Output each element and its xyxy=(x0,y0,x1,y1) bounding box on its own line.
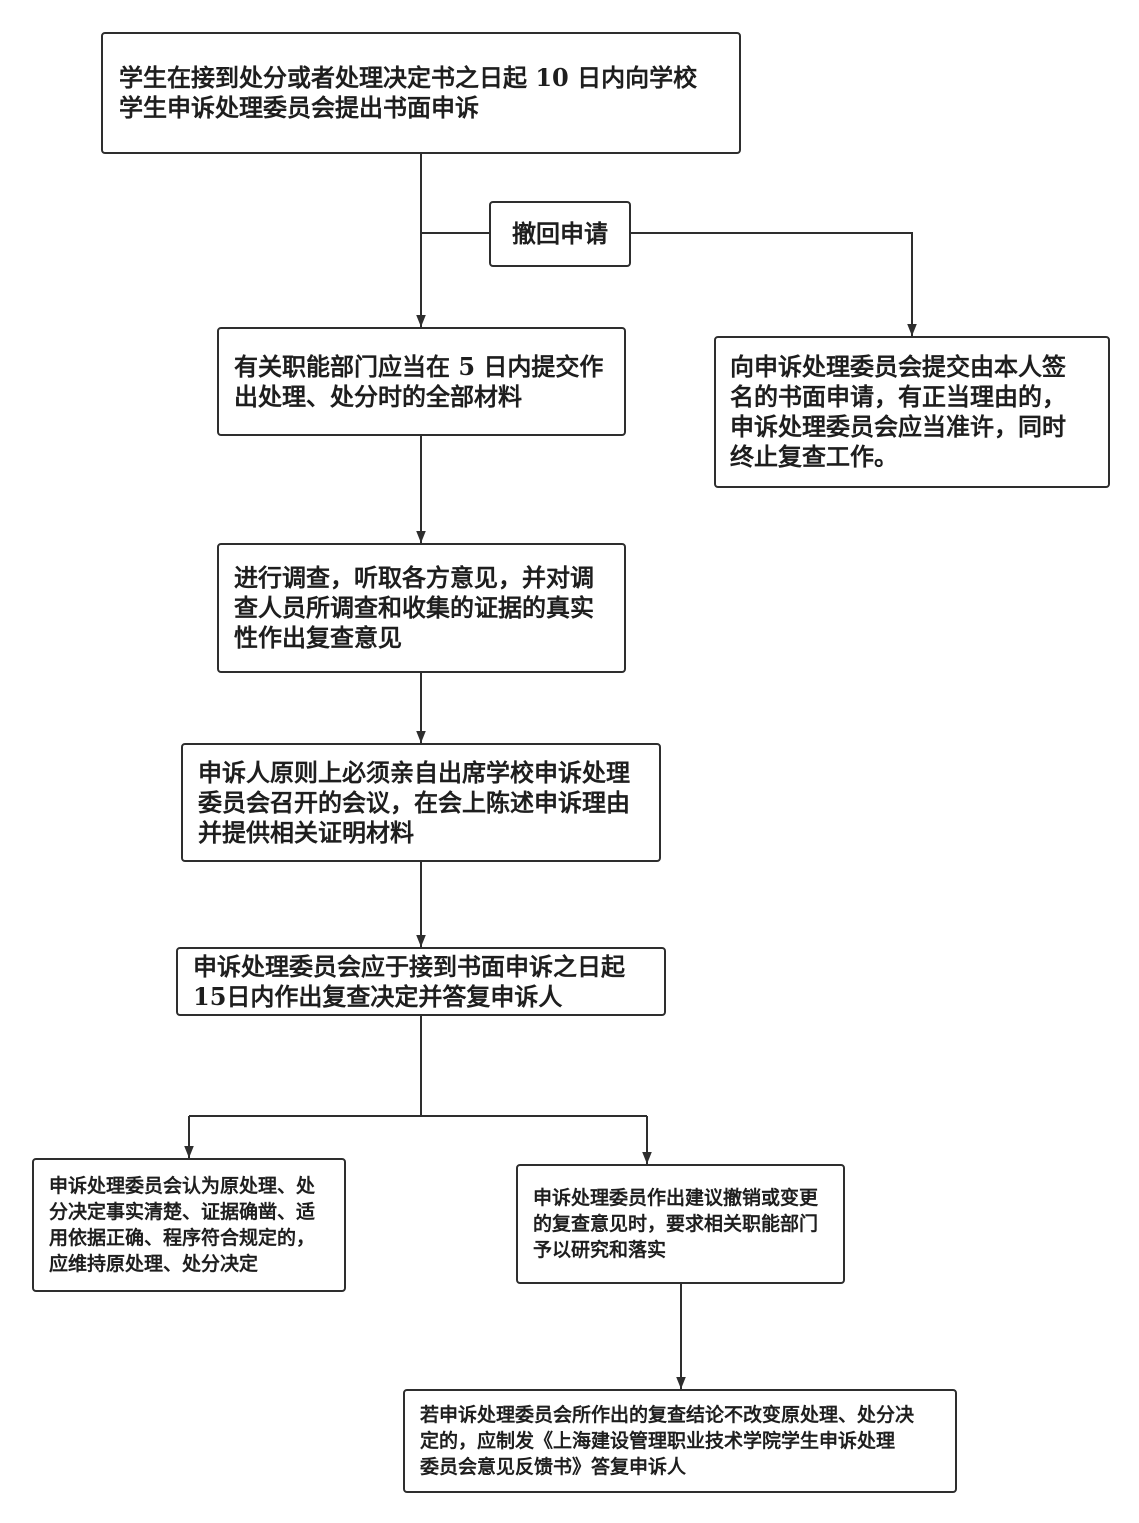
step-withdraw-application: 撤回申请 xyxy=(489,201,631,267)
step-text-line: 申诉处理委员会认为原处理、处 xyxy=(49,1175,316,1197)
step-text-line: 性作出复查意见 xyxy=(234,623,402,652)
step-feedback-letter: 若申诉处理委员会所作出的复查结论不改变原处理、处分决 定的，应制发《上海建设管理… xyxy=(403,1389,957,1493)
step-text-line: 向申诉处理委员会提交由本人签 xyxy=(730,352,1066,381)
step-text-line: 的复查意见时，要求相关职能部门 xyxy=(533,1213,819,1235)
step-hearing: 申诉人原则上必须亲自出席学校申诉处理 委员会召开的会议，在会上陈述申诉理由 并提… xyxy=(181,743,661,862)
step-text-line: 撤回申请 xyxy=(512,219,608,248)
step-uphold-decision: 申诉处理委员会认为原处理、处 分决定事实清楚、证据确凿、适 用依据正确、程序符合… xyxy=(32,1158,346,1292)
step-review-decision: 申诉处理委员会应于接到书面申诉之日起 15日内作出复查决定并答复申诉人 xyxy=(176,947,666,1016)
step-text-line: 申诉处理委员会应当准许，同时 xyxy=(730,412,1066,441)
step-text-line: 若申诉处理委员会所作出的复查结论不改变原处理、处分决 xyxy=(420,1404,915,1426)
step-text-line: 申诉人原则上必须亲自出席学校申诉处理 xyxy=(198,757,630,787)
step-text-line: 学生在接到处分或者处理决定书之日起 10 日内向学校 xyxy=(119,63,698,92)
step-text-line: 学生申诉处理委员会提出书面申诉 xyxy=(119,93,479,122)
step-withdraw-result: 向申诉处理委员会提交由本人签 名的书面申请，有正当理由的， 申诉处理委员会应当准… xyxy=(714,336,1110,488)
step-text-line: 申诉处理委员作出建议撤销或变更 xyxy=(533,1187,819,1209)
step-text-line: 名的书面申请，有正当理由的， xyxy=(730,382,1066,411)
step-text-line: 用依据正确、程序符合规定的， xyxy=(49,1227,316,1249)
step-text-line: 出处理、处分时的全部材料 xyxy=(234,381,522,411)
step-investigate: 进行调查，听取各方意见，并对调 查人员所调查和收集的证据的真实 性作出复查意见 xyxy=(217,543,626,673)
step-text-line: 委员会召开的会议，在会上陈述申诉理由 xyxy=(198,787,630,817)
step-submit-appeal: 学生在接到处分或者处理决定书之日起 10 日内向学校 学生申诉处理委员会提出书面… xyxy=(101,32,741,154)
step-text-line: 分决定事实清楚、证据确凿、适 xyxy=(49,1201,316,1223)
step-suggest-revoke: 申诉处理委员作出建议撤销或变更 的复查意见时，要求相关职能部门 予以研究和落实 xyxy=(516,1164,845,1284)
step-text-line: 申诉处理委员会应于接到书面申诉之日起 xyxy=(193,951,625,981)
step-text-line: 查人员所调查和收集的证据的真实 xyxy=(234,593,594,622)
step-text-line: 应维持原处理、处分决定 xyxy=(49,1253,259,1275)
step-text-line: 并提供相关证明材料 xyxy=(198,817,414,847)
step-text-line: 有关职能部门应当在 5 日内提交作 xyxy=(234,351,604,381)
step-text-line: 15日内作出复查决定并答复申诉人 xyxy=(193,981,563,1011)
step-text-line: 进行调查，听取各方意见，并对调 xyxy=(234,563,594,592)
step-text-line: 定的，应制发《上海建设管理职业技术学院学生申诉处理 xyxy=(420,1430,896,1452)
connector-withdraw-to-result xyxy=(631,232,917,336)
step-text-line: 终止复查工作。 xyxy=(730,442,898,471)
step-text-line: 予以研究和落实 xyxy=(533,1239,667,1261)
step-text-line: 委员会意见反馈书》答复申诉人 xyxy=(420,1456,687,1478)
step-submit-materials: 有关职能部门应当在 5 日内提交作 出处理、处分时的全部材料 xyxy=(217,327,626,436)
